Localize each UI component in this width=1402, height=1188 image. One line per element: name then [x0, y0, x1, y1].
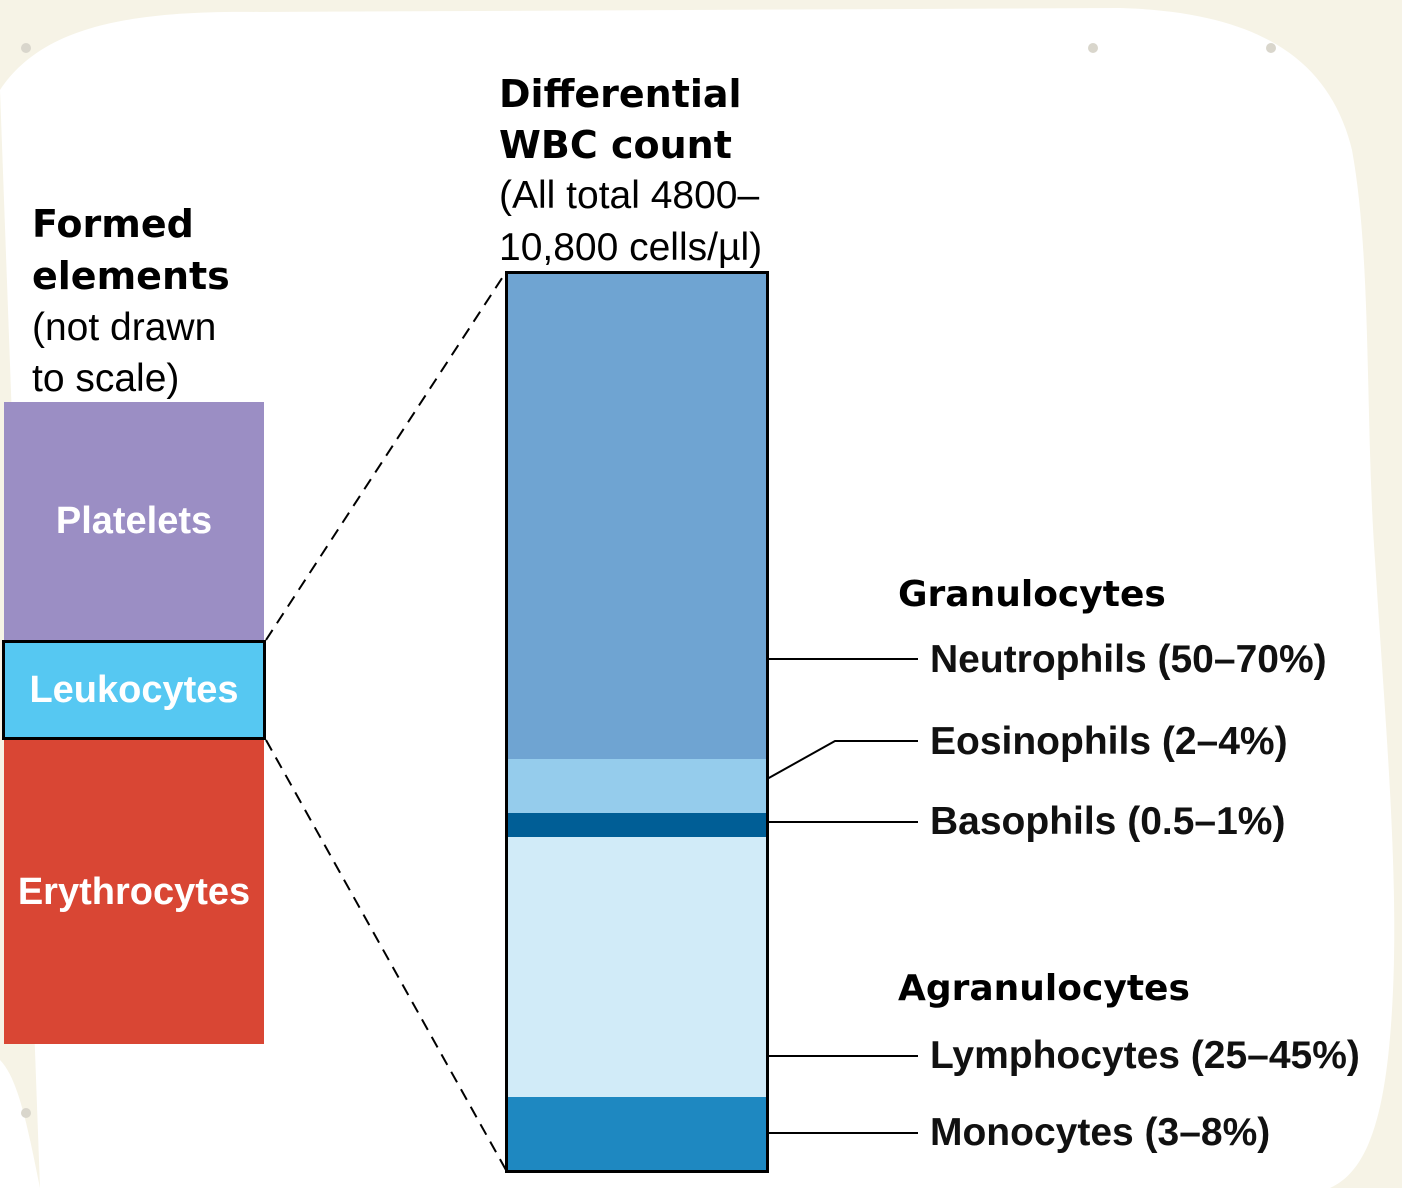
formed-elements-subtitle-line1: (not drawn	[32, 306, 217, 349]
eosinophils-segment	[508, 759, 766, 813]
decor-dot	[1266, 43, 1276, 53]
differential-title-line2: WBC count	[499, 123, 732, 167]
neutrophils-label: Neutrophils (50–70%)	[930, 638, 1327, 681]
granulocytes-heading: Granulocytes	[898, 574, 1166, 615]
formed-elements-title-line1: Formed	[32, 202, 194, 246]
differential-title-line1: Differential	[499, 72, 742, 116]
decor-dot	[21, 43, 31, 53]
formed-elements-subtitle-line2: to scale)	[32, 357, 180, 400]
monocytes-segment	[508, 1097, 766, 1170]
differential-bar	[505, 271, 769, 1173]
platelets-label: Platelets	[55, 499, 213, 542]
neutrophils-segment	[508, 274, 766, 759]
zoom-line-bottom	[265, 739, 507, 1171]
decor-dot	[21, 1108, 31, 1118]
erythrocytes-block: Erythrocytes	[4, 740, 264, 1044]
eosinophils-label: Eosinophils (2–4%)	[930, 720, 1288, 763]
agranulocytes-heading: Agranulocytes	[898, 968, 1190, 1009]
erythrocytes-label: Erythrocytes	[17, 870, 251, 913]
leukocytes-label: Leukocytes	[29, 668, 239, 711]
eosinophils-leader	[766, 740, 918, 780]
differential-subtitle-line2: 10,800 cells/µl)	[499, 226, 763, 269]
lymphocytes-segment	[508, 837, 766, 1097]
formed-elements-title-line2: elements	[32, 254, 230, 298]
leukocytes-block: Leukocytes	[2, 640, 266, 740]
zoom-line-top	[265, 271, 507, 641]
basophils-segment	[508, 813, 766, 837]
monocytes-label: Monocytes (3–8%)	[930, 1111, 1271, 1154]
platelets-block: Platelets	[4, 402, 264, 640]
decor-dot	[1088, 43, 1098, 53]
lymphocytes-label: Lymphocytes (25–45%)	[930, 1034, 1360, 1077]
differential-subtitle-line1: (All total 4800–	[499, 174, 760, 217]
basophils-label: Basophils (0.5–1%)	[930, 800, 1286, 843]
